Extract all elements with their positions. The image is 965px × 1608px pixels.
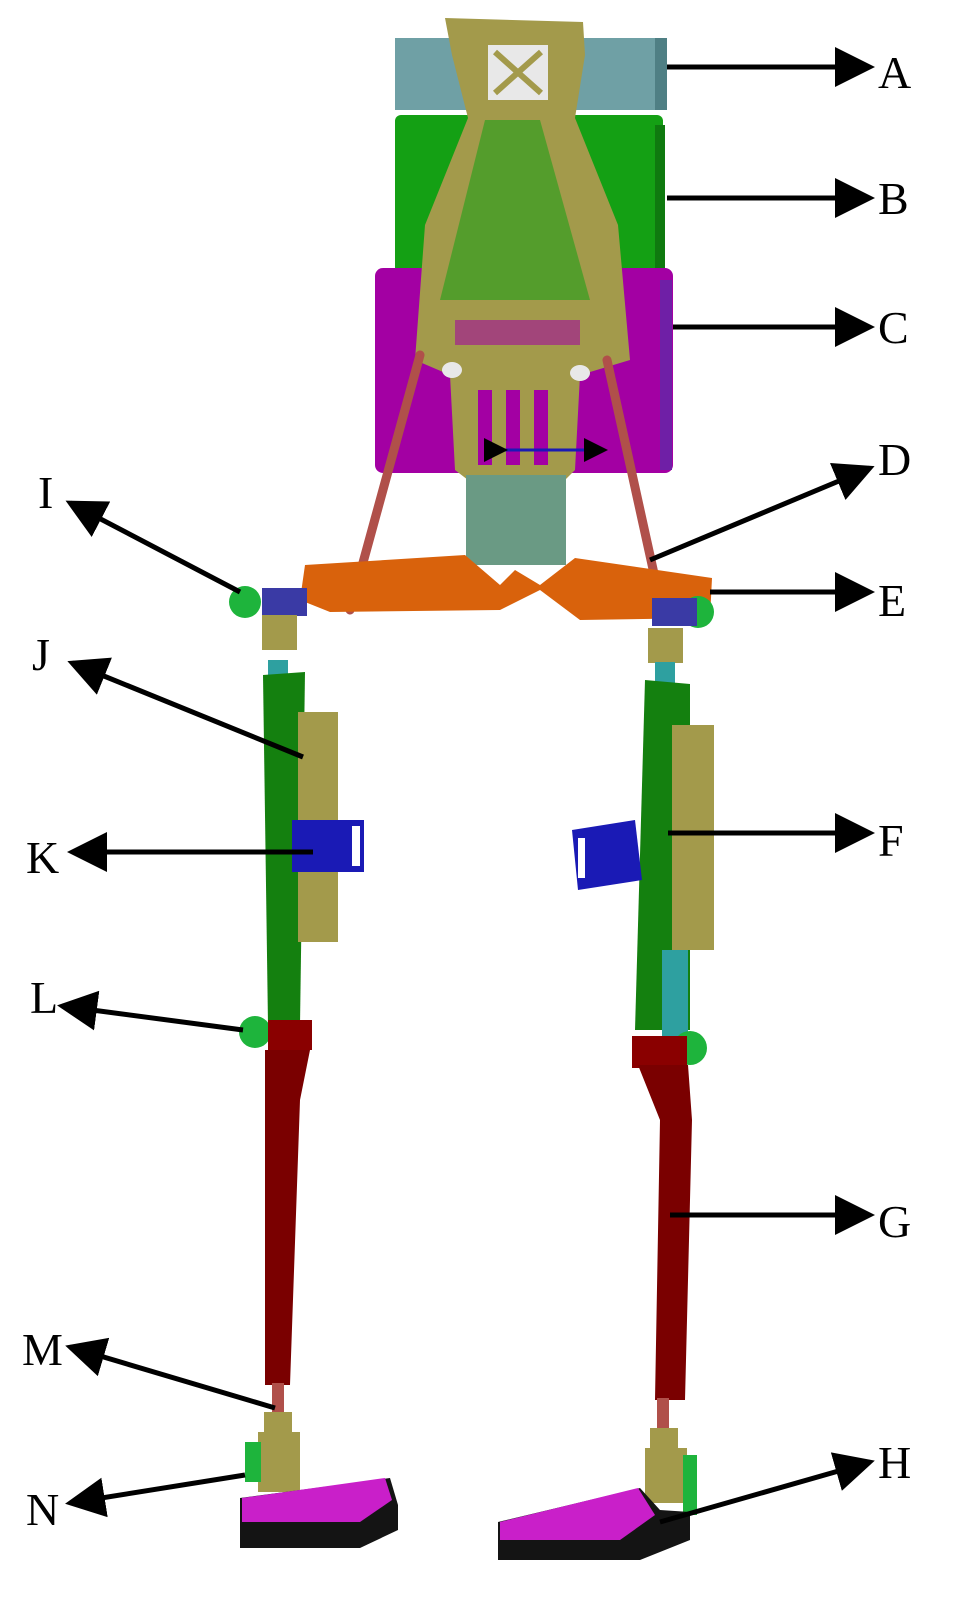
label-e: E — [878, 575, 906, 626]
label-k: K — [26, 832, 59, 883]
label-m: M — [22, 1324, 63, 1375]
left-thigh-strap — [292, 820, 364, 872]
label-l: L — [30, 972, 58, 1023]
hip-bar — [300, 555, 712, 620]
arrow-i — [65, 500, 242, 595]
arrows — [57, 47, 875, 1525]
label-b: B — [878, 173, 909, 224]
label-d: D — [878, 434, 911, 485]
arrow-n — [65, 1472, 246, 1518]
label-a: A — [878, 47, 911, 98]
left-shank — [265, 1050, 310, 1385]
hip-joint-left — [229, 586, 307, 650]
hip-joint-right — [648, 596, 714, 663]
arrow-j — [67, 657, 304, 760]
right-thigh — [635, 662, 714, 1040]
arrow-h — [659, 1452, 875, 1525]
label-n: N — [26, 1484, 59, 1535]
back-frame — [415, 18, 630, 480]
lumbar-plate — [466, 475, 566, 565]
label-c: C — [878, 302, 909, 353]
right-knee-joint — [632, 1031, 707, 1068]
left-knee-joint — [239, 1016, 312, 1050]
left-foot — [240, 1478, 398, 1548]
arrow-d — [649, 463, 875, 563]
arrow-m — [65, 1337, 276, 1411]
label-f: F — [878, 815, 904, 866]
right-ankle-joint — [645, 1398, 697, 1515]
label-j: J — [32, 629, 50, 680]
label-i: I — [38, 467, 53, 518]
right-foot — [498, 1488, 690, 1560]
label-g: G — [878, 1196, 911, 1247]
right-thigh-strap — [572, 820, 642, 890]
right-shank — [638, 1065, 692, 1400]
arrow-l — [57, 990, 244, 1033]
label-h: H — [878, 1437, 911, 1488]
